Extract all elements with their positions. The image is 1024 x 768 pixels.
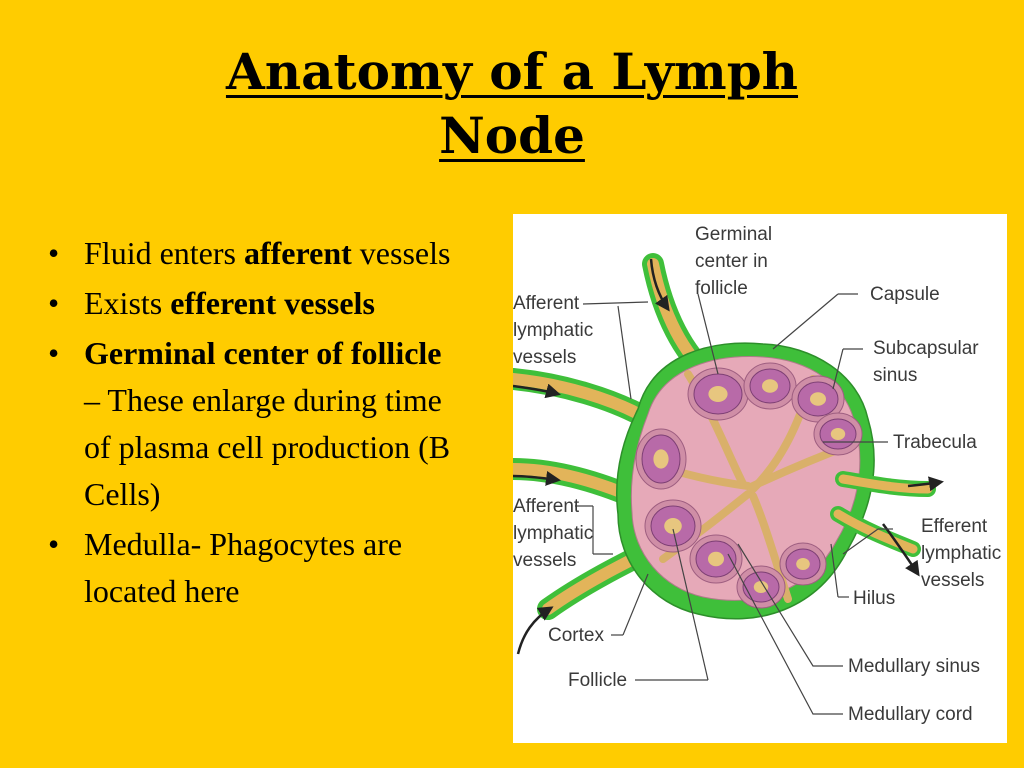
bullet-text: Medulla- Phagocytes are located here [84, 526, 403, 609]
diagram-labels: Germinal center in follicle Afferent lym… [513, 224, 1001, 725]
page-title: Anatomy of a Lymph Node [140, 40, 884, 168]
germinal-center [796, 558, 810, 570]
bullet-bold-text: Germinal center of follicle [84, 335, 442, 371]
bullet-bold-text: afferent [243, 235, 352, 271]
flow-arrow [513, 383, 561, 399]
bullet-text: vessels [351, 235, 451, 271]
germinal-center [664, 518, 682, 534]
label-efferent-2: lymphatic [921, 543, 1001, 564]
label-afferent-bottom-3: vessels [513, 550, 576, 571]
title-line-2: Node [439, 106, 585, 165]
bullet-text: – These enlarge during time of plasma ce… [84, 382, 451, 512]
efferent-vessel-core [833, 509, 918, 554]
bullet-list: • Fluid enters afferent vessels • Exists ef… [40, 230, 460, 618]
label-afferent-top-3: vessels [513, 347, 576, 368]
lymph-node-illustration: Germinal center in follicle Afferent lym… [513, 224, 1001, 725]
label-follicle: Follicle [568, 670, 627, 691]
bullet-item: • Exists efferent vessels [40, 280, 460, 327]
germinal-center [708, 386, 728, 402]
label-efferent-1: Efferent [921, 516, 988, 537]
bullet-item: • Fluid enters afferent vessels [40, 230, 460, 277]
label-germinal-center-1: Germinal [695, 224, 772, 245]
germinal-center [830, 428, 846, 440]
flow-arrow [907, 476, 944, 492]
efferent-vessels [830, 471, 936, 557]
bullet-marker: • [48, 285, 60, 321]
bullet-marker: • [48, 235, 60, 271]
germinal-center [708, 551, 724, 567]
bullet-text: Fluid enters [84, 235, 244, 271]
label-germinal-center-3: follicle [695, 278, 748, 299]
label-subcapsular-2: sinus [873, 365, 917, 386]
label-medullary-sinus: Medullary sinus [848, 656, 980, 677]
label-cortex: Cortex [548, 625, 604, 646]
bullet-item: • Medulla- Phagocytes are located here [40, 521, 460, 615]
efferent-vessel-core [838, 474, 933, 494]
bullet-item: • Germinal center of follicle – These enl… [40, 330, 460, 518]
bullet-marker: • [48, 335, 60, 371]
germinal-center [810, 392, 826, 406]
germinal-center [653, 449, 669, 469]
germinal-center [762, 379, 778, 393]
label-hilus: Hilus [853, 588, 895, 609]
lymph-node-diagram: Germinal center in follicle Afferent lym… [513, 214, 1007, 743]
bullet-text: Exists [84, 285, 171, 321]
label-medullary-cord: Medullary cord [848, 704, 973, 725]
label-efferent-3: vessels [921, 570, 984, 591]
label-afferent-bottom-1: Afferent [513, 496, 580, 517]
label-subcapsular-1: Subcapsular [873, 338, 979, 359]
bullet-bold-text: efferent vessels [170, 285, 375, 321]
label-germinal-center-2: center in [695, 251, 768, 272]
label-afferent-top-1: Afferent [513, 293, 580, 314]
flow-arrow [516, 606, 554, 655]
germinal-center [753, 581, 769, 593]
flow-arrow [649, 258, 670, 312]
label-afferent-bottom-2: lymphatic [513, 523, 593, 544]
flow-arrow [513, 470, 561, 486]
bullet-marker: • [48, 526, 60, 562]
label-capsule: Capsule [870, 284, 940, 305]
label-trabecula: Trabecula [893, 432, 977, 453]
title-line-1: Anatomy of a Lymph [225, 42, 799, 101]
label-afferent-top-2: lymphatic [513, 320, 593, 341]
leader-lines [575, 293, 893, 715]
